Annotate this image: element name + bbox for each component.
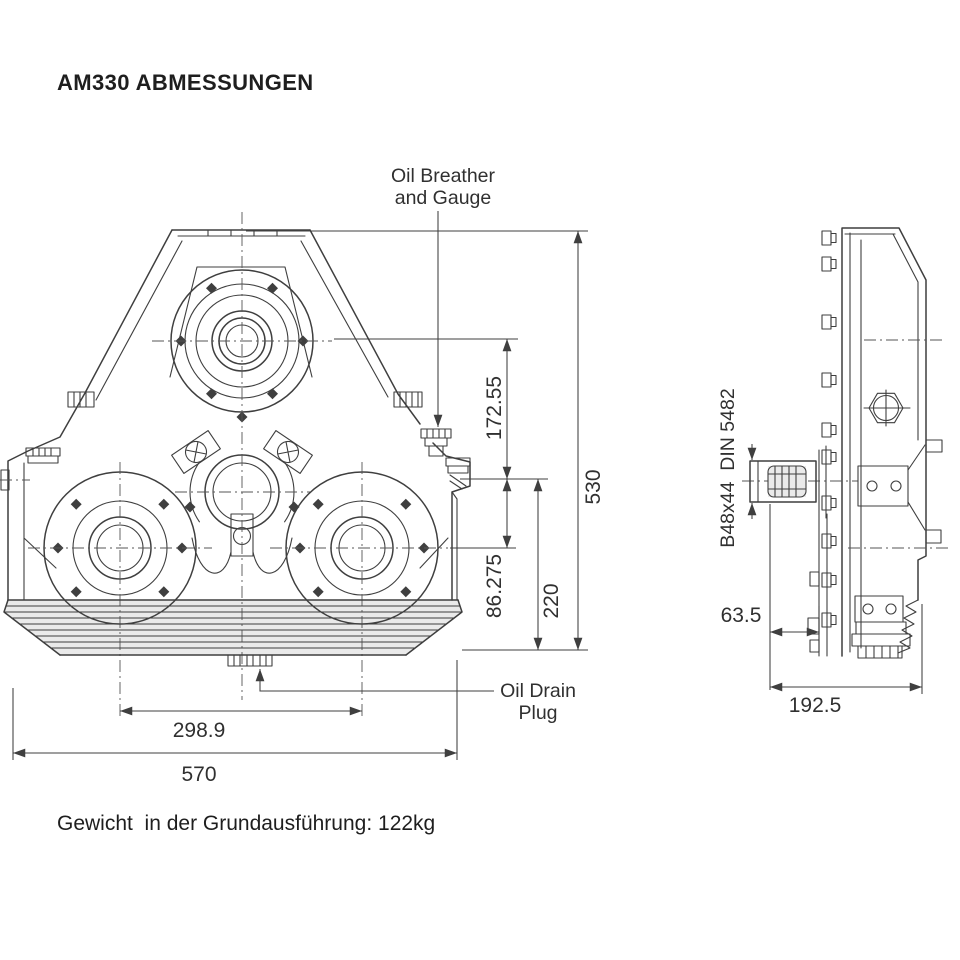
front-view <box>0 212 471 716</box>
left-clamp-boss <box>171 430 221 474</box>
oil-breather-label-1: Oil Breather <box>391 165 496 187</box>
dim-total-height: 530 <box>582 469 605 504</box>
left-slope-tab <box>67 391 95 408</box>
right-clamp-boss <box>263 430 313 474</box>
base-fin-lines <box>3 599 463 656</box>
hex-plug <box>863 389 911 427</box>
lower-right-bearing-boss <box>270 462 448 716</box>
strip-bolts <box>807 571 820 653</box>
side-view <box>742 227 952 659</box>
side-base-stack <box>851 621 911 659</box>
side-dimensions: B48x44 DIN 5482 63.5 192.5 <box>717 388 923 717</box>
page-title: AM330 ABMESSUNGEN <box>57 70 314 95</box>
right-tab-upper <box>925 439 943 453</box>
right-tab-lower <box>925 529 942 544</box>
lower-left-bearing-boss <box>28 462 212 716</box>
dim-total-width: 570 <box>181 763 216 786</box>
weight-note: Gewicht in der Grundausführung: 122kg <box>57 812 436 835</box>
oil-drain-label-2: Plug <box>518 702 557 724</box>
left-mounting-lug <box>0 447 61 601</box>
oil-drain-plug <box>227 654 273 667</box>
oil-drain-label-1: Oil Drain <box>500 680 576 702</box>
dim-top-shaft-to-mount: 172.55 <box>483 376 506 440</box>
right-mounting-lug <box>419 457 471 569</box>
dim-mount-to-base: 220 <box>540 583 563 618</box>
dim-shaft-to-flange: 63.5 <box>721 604 762 627</box>
right-slope-tab <box>393 391 423 408</box>
front-dimensions: 530 172.55 86.275 220 298.9 570 Oil Brea… <box>12 165 605 786</box>
dim-total-depth: 192.5 <box>789 694 842 717</box>
dim-lower-shaft-spacing: 298.9 <box>173 719 226 742</box>
dim-mount-to-lower-shaft: 86.275 <box>483 554 506 618</box>
oil-breather-label-2: and Gauge <box>395 187 492 209</box>
side-fins <box>897 599 919 654</box>
mid-bracket <box>857 444 926 531</box>
output-shaft <box>749 460 817 503</box>
lower-bracket <box>854 595 904 623</box>
oil-breather-fitting <box>420 428 452 457</box>
flange-bolts <box>821 230 837 628</box>
spline-spec-label: B48x44 DIN 5482 <box>717 388 739 547</box>
base-fins <box>4 600 462 655</box>
